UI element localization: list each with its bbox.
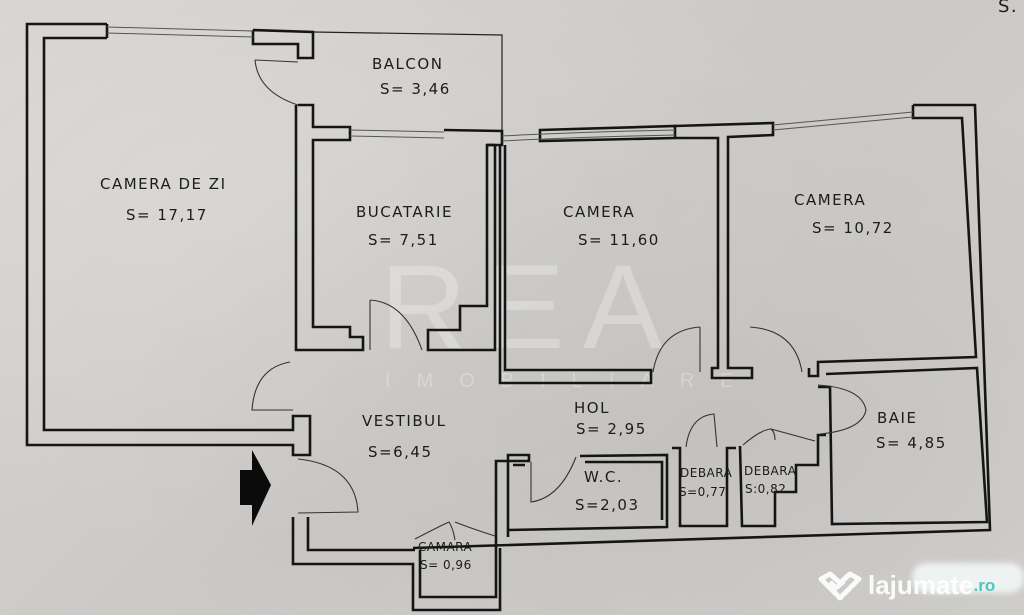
room-name-camara: CAMARA: [418, 540, 473, 554]
wall-debara-2: [738, 433, 826, 528]
door-balcony: [254, 59, 299, 106]
room-area-camera-1: S= 11,60: [578, 231, 660, 249]
blurred-overlay: [912, 563, 1024, 593]
wall-wc: [507, 453, 669, 532]
wall-living-top: [105, 24, 315, 60]
door-camera1: [652, 326, 701, 373]
wall-camera1: [498, 145, 653, 385]
room-name-baie: BAIE: [877, 409, 918, 427]
door-camara: [414, 521, 496, 541]
lajumate-logo[interactable]: lajumate.ro: [818, 570, 995, 601]
logo-name: lajumate: [868, 570, 974, 600]
room-name-debara-1: DEBARA: [680, 466, 733, 480]
entrance-arrow-icon: [240, 450, 271, 526]
door-wc: [530, 456, 577, 503]
room-area-debara-2: S:0,82: [745, 482, 787, 496]
room-name-camera-2: CAMERA: [794, 191, 867, 209]
door-living: [251, 361, 293, 411]
wall-kitchen-top: [426, 128, 504, 352]
window-living: [106, 26, 254, 38]
logo-tld: .ro: [973, 575, 996, 595]
window-camera2: [772, 111, 914, 131]
balcony-outline: [312, 31, 503, 130]
room-name-wc: W.C.: [584, 468, 624, 486]
window-kitchen: [349, 129, 445, 139]
room-area-hol: S= 2,95: [576, 420, 647, 438]
room-area-camera-2: S= 10,72: [812, 219, 894, 237]
room-name-camera-1: CAMERA: [563, 203, 636, 221]
room-name-bucatarie: BUCATARIE: [356, 203, 453, 221]
room-area-balcon: S= 3,46: [380, 80, 451, 98]
door-kitchen: [369, 299, 423, 351]
doors: [251, 59, 867, 541]
wall-camera2-right: [412, 103, 992, 550]
window-camera1: [501, 129, 676, 142]
room-area-baie: S= 4,85: [876, 434, 947, 452]
room-name-balcon: BALCON: [372, 55, 444, 73]
door-debara-2: [742, 428, 816, 446]
room-area-vestibul: S=6,45: [368, 443, 433, 461]
wall-kitchen-left: [294, 103, 365, 352]
room-name-hol: HOL: [574, 399, 610, 417]
door-hol-right: [817, 384, 867, 435]
wall-divider: [674, 121, 775, 380]
room-area-debara-1: S=0,77: [679, 485, 727, 499]
door-camera2: [749, 326, 803, 373]
wall-living-outer: [25, 22, 312, 457]
watermark-brand: REA: [380, 240, 681, 374]
room-area-bucatarie: S= 7,51: [368, 231, 439, 249]
wall-bath: [818, 366, 989, 526]
door-entrance: [297, 458, 359, 514]
room-name-camera-de-zi: CAMERA DE ZI: [100, 175, 227, 193]
door-debara-1: [685, 413, 718, 448]
room-area-camara: S= 0,96: [420, 558, 472, 572]
room-name-debara-2: DEBARA: [744, 464, 797, 478]
room-area-wc: S=2,03: [575, 496, 640, 514]
wall-camara: [418, 453, 531, 599]
wall-camera2-inner: [807, 105, 978, 378]
wall-debara-1: [672, 446, 736, 528]
watermark-subtitle: IMOBILIARE: [385, 370, 760, 392]
room-name-vestibul: VESTIBUL: [362, 412, 447, 430]
wall-vestibul-bottom: [291, 517, 502, 612]
corner-mark: S.: [998, 0, 1019, 17]
walls: [25, 22, 992, 612]
room-area-camera-de-zi: S= 17,17: [126, 206, 208, 224]
heart-handshake-icon: [818, 571, 862, 600]
